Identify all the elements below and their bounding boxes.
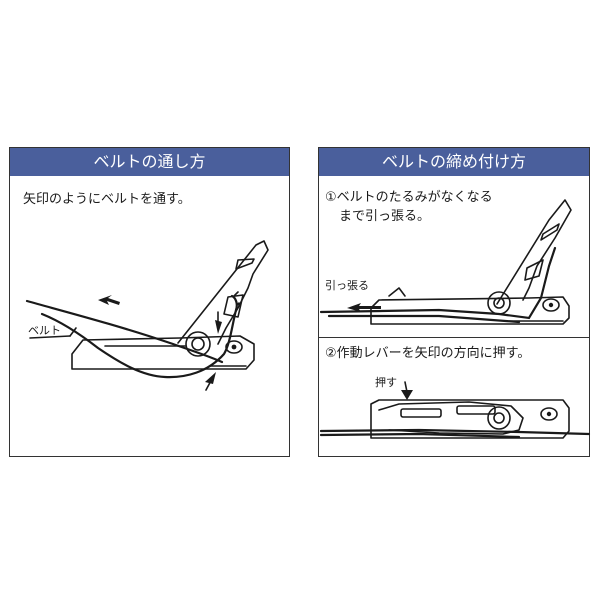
push-arrow — [401, 390, 413, 400]
tightening-diagram-1: 引っ張る — [319, 199, 572, 325]
arrow-lower — [205, 372, 216, 384]
buckle-lever — [177, 240, 269, 345]
arrow-upper — [98, 295, 120, 305]
belt-label: ベルト — [28, 324, 61, 337]
tightening-panel: ベルトの締め付け方 ①ベルトのたるみがなくなる まで引っ張る。 引っ張る ②作動… — [318, 147, 591, 457]
threading-diagram: ベルト — [25, 240, 269, 391]
arrow-lever — [215, 320, 222, 334]
buckle-lever-2 — [378, 401, 524, 435]
tightening-header: ベルトの締め付け方 — [319, 148, 589, 176]
threading-panel: ベルトの通し方 矢印のようにベルトを通す。 ベルト — [9, 147, 290, 457]
threading-header: ベルトの通し方 — [10, 148, 289, 176]
step2-text: ②作動レバーを矢印の方向に押す。 — [325, 346, 531, 361]
belt-path-2 — [319, 428, 591, 436]
buckle-lever-1 — [496, 199, 572, 305]
buckle-base-2 — [370, 399, 570, 439]
buckle-base-1 — [370, 296, 570, 325]
pivot-pin — [185, 331, 211, 357]
belt-path — [25, 299, 224, 364]
steps-divider — [319, 337, 589, 338]
pull-label: 引っ張る — [325, 278, 369, 292]
step1-line2: まで引っ張る。 — [339, 209, 431, 224]
push-label: 押す — [375, 375, 397, 389]
buckle-base — [71, 335, 255, 370]
tightening-diagram-2: 押す — [319, 375, 591, 439]
pull-arrow — [347, 303, 381, 312]
belt-path-1 — [319, 246, 557, 320]
step1-line1: ①ベルトのたるみがなくなる — [325, 190, 493, 205]
pivot-pin-2 — [487, 406, 511, 430]
threading-instruction: 矢印のようにベルトを通す。 — [23, 192, 191, 207]
